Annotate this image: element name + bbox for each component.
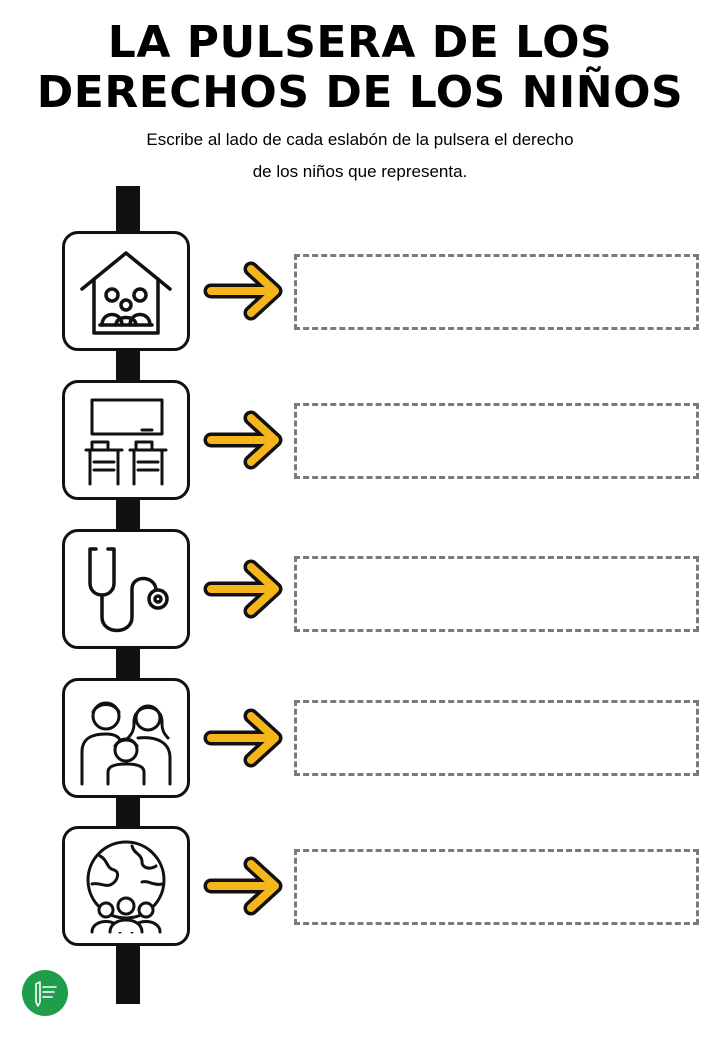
bracelet-link-3 (62, 529, 190, 649)
answer-box-2[interactable] (294, 403, 699, 479)
page-title: LA PULSERA DE LOS DERECHOS DE LOS NIÑOS (0, 18, 720, 118)
bracelet-link-2 (62, 380, 190, 500)
arrow-icon (203, 410, 283, 470)
instructions: Escribe al lado de cada eslabón de la pu… (60, 124, 660, 188)
arrow-icon (203, 559, 283, 619)
stethoscope-icon (88, 547, 169, 633)
classroom-icon (84, 398, 168, 486)
instructions-line-2: de los niños que representa. (252, 162, 468, 181)
family-icon (80, 701, 172, 786)
answer-box-5[interactable] (294, 849, 699, 925)
instructions-line-1: Escribe al lado de cada eslabón de la pu… (146, 130, 574, 149)
title-line-1: LA PULSERA DE LOS (107, 17, 613, 68)
logo (22, 970, 68, 1016)
bracelet-link-4 (62, 678, 190, 798)
pencil-logo-icon (35, 981, 57, 1007)
bracelet-link-1 (62, 231, 190, 351)
answer-box-3[interactable] (294, 556, 699, 632)
bracelet-link-5 (62, 826, 190, 946)
arrow-icon (203, 261, 283, 321)
house-family-icon (80, 251, 172, 335)
title-line-2: DERECHOS DE LOS NIÑOS (36, 67, 684, 118)
arrow-icon (203, 856, 283, 916)
globe-people-icon (86, 840, 166, 934)
answer-box-4[interactable] (294, 700, 699, 776)
answer-box-1[interactable] (294, 254, 699, 330)
arrow-icon (203, 708, 283, 768)
